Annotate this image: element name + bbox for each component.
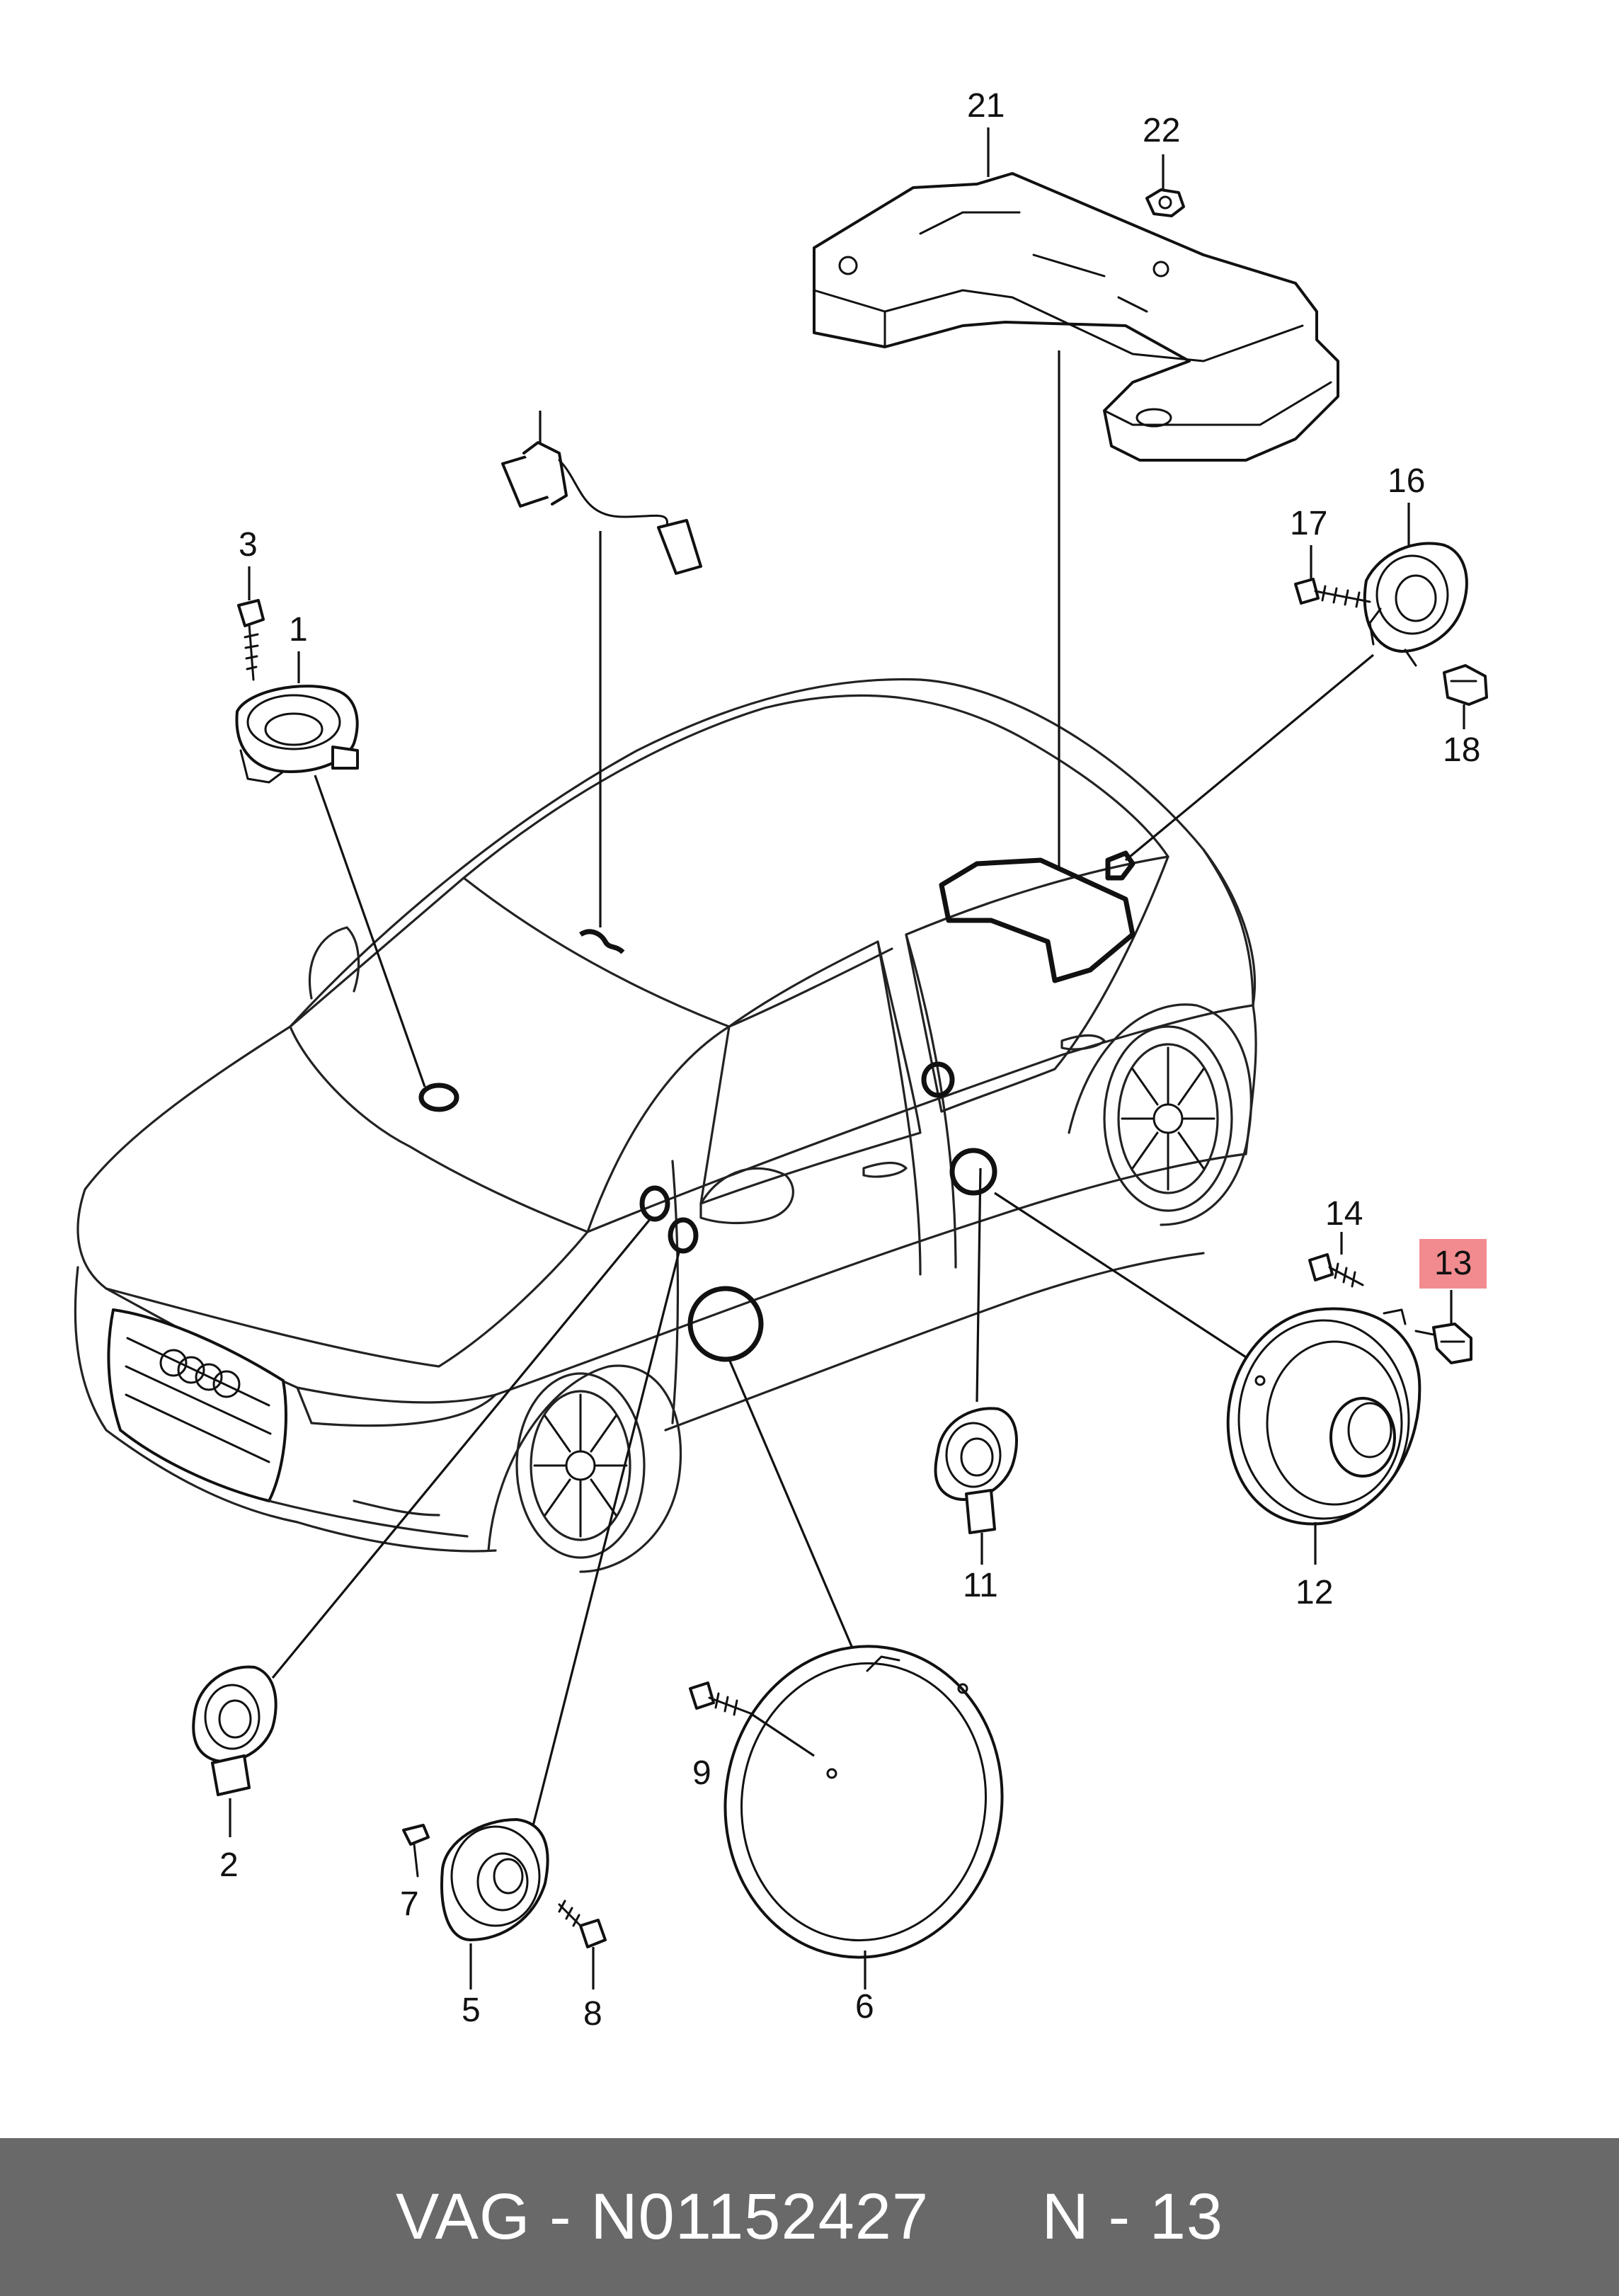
brand-rings-logo (159, 1349, 241, 1398)
footer-part-label: VAG - N01152427 N - 13 (395, 2181, 1224, 2253)
callout-7: 7 (400, 1885, 419, 1923)
leader-lines (271, 350, 1375, 1849)
car-illustration (74, 678, 1257, 1573)
callout-6: 6 (855, 1988, 874, 2026)
parts-diagram: 21 22 3 1 16 17 18 14 13 11 12 9 2 7 5 8… (74, 87, 1488, 2033)
location-markers (418, 850, 1135, 1362)
part-21-nut (1145, 154, 1185, 217)
part-17-screw (1294, 545, 1371, 608)
callout-1: 1 (289, 611, 308, 649)
part-22-cable (501, 411, 702, 575)
callout-16: 16 (1388, 462, 1425, 500)
part-14-screw (1308, 1232, 1364, 1288)
callout-3: 3 (239, 526, 258, 564)
part-8-screw (558, 1900, 607, 1989)
part-5-speaker (440, 1818, 549, 1989)
callout-17: 17 (1290, 505, 1327, 542)
part-13-clip (1414, 1290, 1472, 1364)
rear-wheel (1068, 1003, 1252, 1226)
callout-20: 21 (967, 87, 1005, 125)
callout-12: 12 (1295, 1574, 1333, 1611)
part-18-clip (1443, 664, 1488, 729)
part-7-clip (402, 1824, 430, 1878)
callout-21: 22 (1143, 112, 1180, 149)
part-16-tweeter (1363, 503, 1468, 667)
part-number-footer: VAG - N01152427 N - 13 (0, 2138, 1619, 2296)
callout-13: 13 (1434, 1245, 1472, 1282)
part-2-tweeter (192, 1665, 278, 1837)
part-6-woofer (723, 1645, 1004, 1989)
part-9-screw (689, 1681, 815, 1757)
callout-14: 14 (1325, 1195, 1363, 1233)
callout-9: 9 (692, 1754, 711, 1792)
part-1-tweeter (235, 651, 359, 784)
callout-labels: 21 22 3 1 16 17 18 14 13 11 12 9 2 7 5 8… (219, 87, 1487, 2033)
callout-5: 5 (462, 1992, 481, 2029)
footer-part-number: N01152427 (590, 2181, 929, 2253)
footer-brand: VAG (395, 2181, 531, 2253)
callout-8: 8 (583, 1995, 602, 2033)
part-3-screw (237, 566, 265, 681)
front-wheel (487, 1364, 682, 1573)
part-20-amplifier (813, 172, 1339, 462)
callout-2: 2 (219, 1846, 239, 1884)
callout-18: 18 (1443, 731, 1480, 769)
callout-11: 11 (963, 1567, 998, 1604)
part-12-speaker (1226, 1307, 1421, 1565)
part-11-tweeter (934, 1407, 1018, 1565)
footer-position-ref: N - 13 (1041, 2181, 1224, 2253)
callout-13-highlight (1419, 1239, 1487, 1289)
